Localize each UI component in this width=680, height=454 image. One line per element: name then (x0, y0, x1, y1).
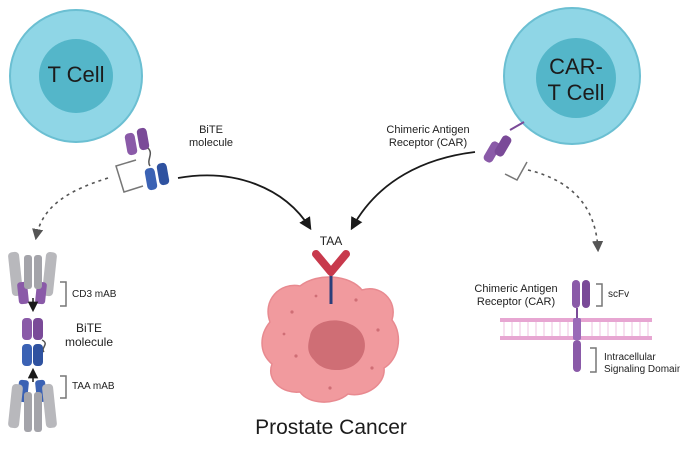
signal-label-line1: Intracellular (604, 352, 656, 363)
signal-label-line2: Signaling Domain (604, 364, 680, 375)
car-t-cell-label-line2: T Cell (547, 80, 605, 105)
taa-antibody-icon (8, 375, 67, 432)
cd3-antibody-icon (8, 251, 67, 307)
bite-label-line2: molecule (188, 137, 234, 149)
car-detail-icon (572, 280, 603, 373)
prostate-cancer-label: Prostate Cancer (255, 416, 407, 439)
scfv-label: scFv (608, 289, 630, 300)
left-dashed-arrow (32, 177, 109, 241)
taa-antigen-icon (312, 250, 350, 304)
bite-label-line1: BiTE (199, 124, 223, 136)
bite-molecule-icon (115, 127, 170, 193)
bite-detail-icon (22, 318, 46, 366)
t-cell (9, 9, 143, 143)
car-label-line1: Chimeric Antigen (386, 124, 470, 136)
taa-mab-label: TAA mAB (72, 381, 115, 392)
car-t-cell (503, 7, 641, 145)
car-right-label-line1: Chimeric Antigen (474, 283, 558, 295)
t-cell-label: T Cell (47, 62, 105, 87)
right-dashed-arrow (527, 169, 604, 253)
taa-label: TAA (319, 234, 343, 248)
car-label-line2: Receptor (CAR) (388, 137, 468, 149)
cd3-mab-label: CD3 mAB (72, 289, 117, 300)
car-right-label-line2: Receptor (CAR) (476, 296, 556, 308)
bite-to-taa-arrow (177, 174, 312, 231)
car-receptor-icon (483, 121, 528, 181)
car-to-taa-arrow (350, 151, 476, 231)
bite-mid-label-line1: BiTE (75, 321, 102, 335)
prostate-cancer-cell (261, 276, 400, 403)
car-t-cell-label-line1: CAR- (549, 54, 603, 79)
bite-mid-label-line2: molecule (64, 335, 114, 349)
